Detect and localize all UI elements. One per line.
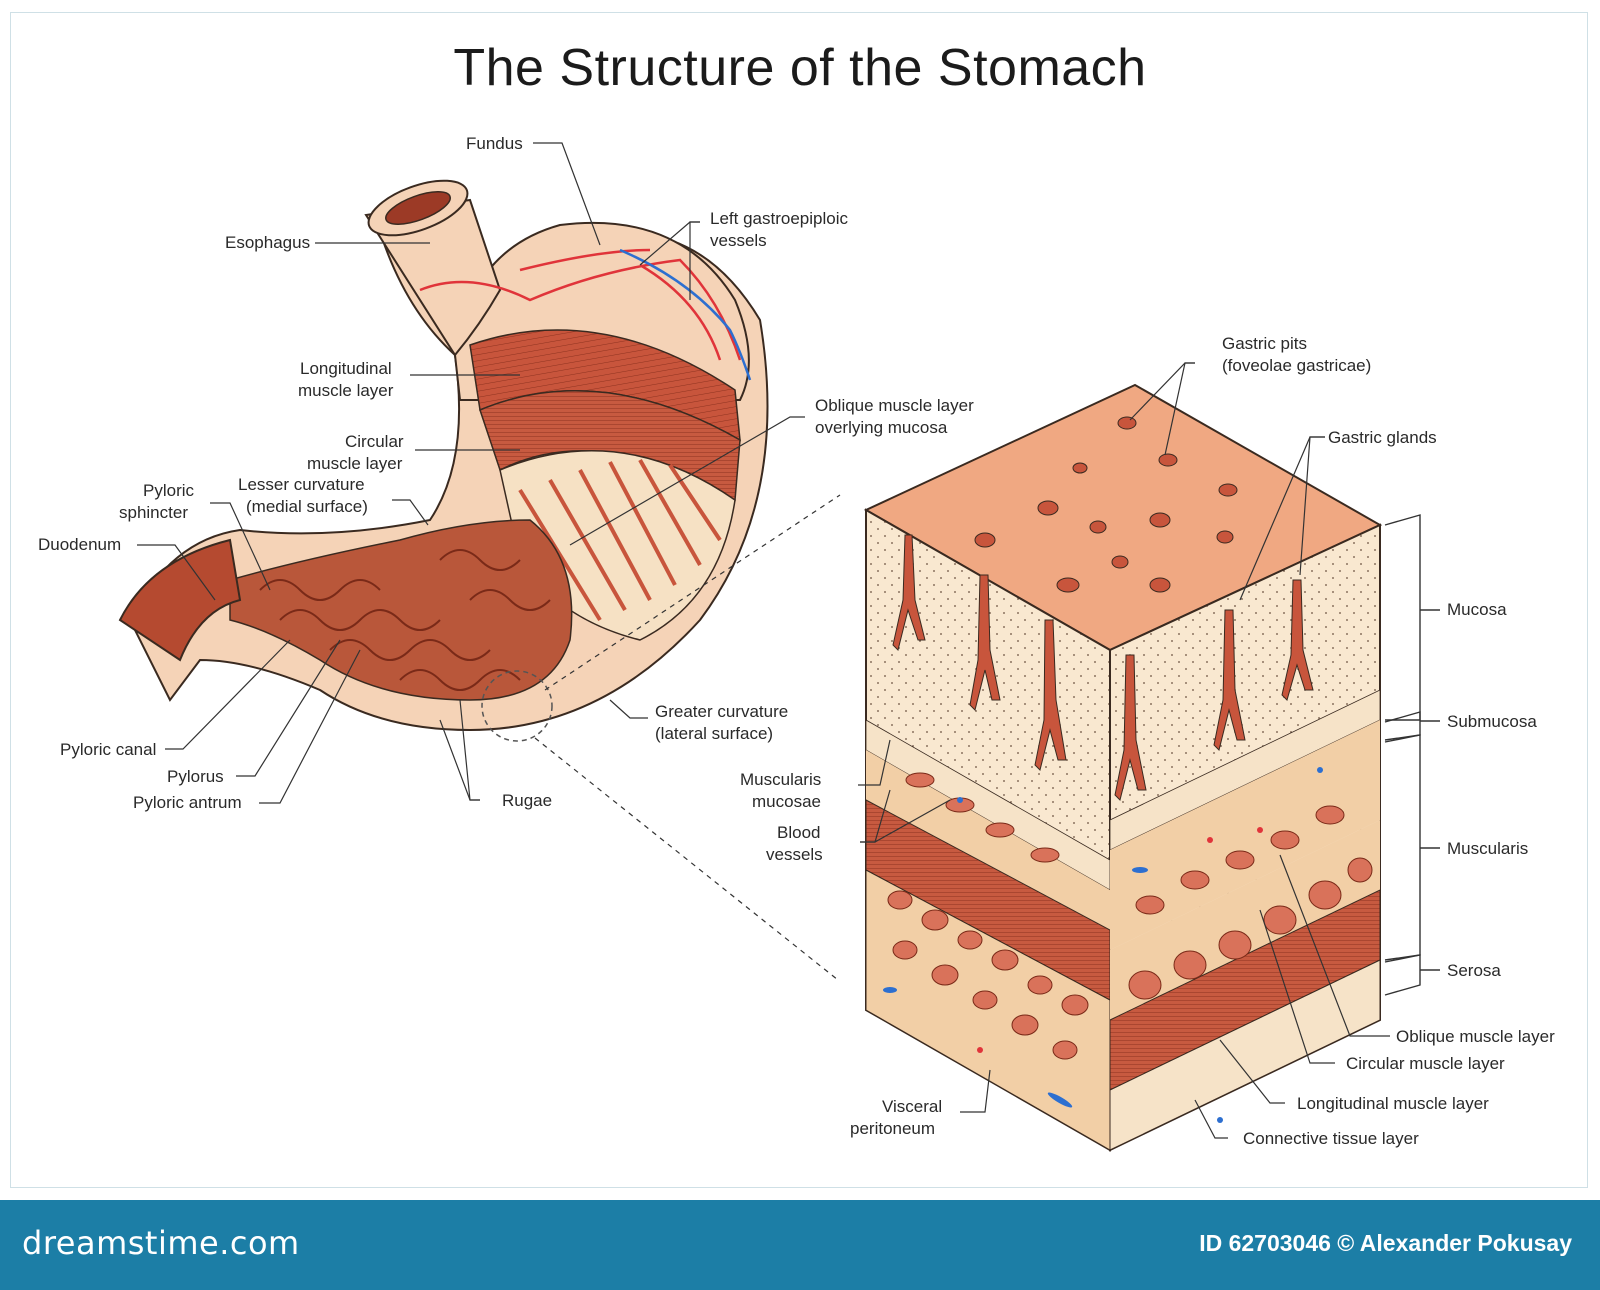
label-muscularis-mucosae-2: mucosae	[752, 792, 821, 811]
label-gastric-glands: Gastric glands	[1328, 428, 1437, 447]
tissue-block	[863, 383, 1440, 1152]
right-oblique	[1110, 720, 1380, 950]
label-pyloric-sphincter-2: sphincter	[119, 503, 188, 522]
label-pyloric-sphincter-1: Pyloric	[143, 481, 195, 500]
label-pyloric-canal: Pyloric canal	[60, 740, 156, 759]
leader-lines	[137, 142, 1390, 1139]
label-gastric-pits-1: Gastric pits	[1222, 334, 1307, 353]
label-oblique-1: Oblique muscle layer	[815, 396, 974, 415]
duodenum-tube	[118, 538, 242, 662]
label-muscularis: Muscularis	[1447, 839, 1528, 858]
label-circular-1: Circular	[345, 432, 404, 451]
left-oblique	[866, 750, 1110, 930]
footer-site-logo[interactable]: dreamstime.com	[22, 1224, 300, 1262]
esophagus-tube	[364, 198, 502, 357]
magnify-line-top	[544, 494, 841, 691]
left-glands	[892, 534, 1067, 771]
stomach-diagram: Fundus Esophagus Left gastroepiploic ves…	[38, 134, 1555, 1152]
label-muscularis-mucosae-1: Muscularis	[740, 770, 821, 789]
magnify-circle	[481, 670, 553, 742]
label-longitudinal-2: muscle layer	[298, 381, 394, 400]
label-visceral-2: peritoneum	[850, 1119, 935, 1138]
label-visceral-1: Visceral	[882, 1097, 942, 1116]
label-fundus: Fundus	[466, 134, 523, 153]
gastroepiploic-vessels	[419, 248, 752, 381]
label-longitudinal-muscle-layer: Longitudinal muscle layer	[1297, 1094, 1489, 1113]
label-pyloric-antrum: Pyloric antrum	[133, 793, 242, 812]
footer-credit: ID 62703046 © Alexander Pokusay	[1199, 1230, 1572, 1256]
label-group: Fundus Esophagus Left gastroepiploic ves…	[38, 134, 1555, 1148]
label-serosa: Serosa	[1447, 961, 1501, 980]
label-lesser-2: (medial surface)	[246, 497, 368, 516]
magnify-line-bottom	[534, 737, 839, 981]
label-longitudinal-1: Longitudinal	[300, 359, 392, 378]
diagram-title: The Structure of the Stomach	[453, 39, 1147, 97]
label-mucosa: Mucosa	[1447, 600, 1507, 619]
label-left-gastroepiploic-2: vessels	[710, 231, 767, 250]
stomach-illustration	[118, 179, 841, 981]
label-greater-2: (lateral surface)	[655, 724, 773, 743]
footer-bar: dreamstime.com ID 62703046 © Alexander P…	[0, 1200, 1600, 1290]
label-blood-vessels-2: vessels	[766, 845, 823, 864]
label-gastric-pits-2: (foveolae gastricae)	[1222, 356, 1371, 375]
label-circular-muscle-layer: Circular muscle layer	[1346, 1054, 1505, 1073]
label-rugae: Rugae	[502, 791, 552, 810]
label-oblique-muscle-layer: Oblique muscle layer	[1396, 1027, 1555, 1046]
right-glands	[1114, 579, 1314, 801]
label-greater-1: Greater curvature	[655, 702, 788, 721]
layer-brackets	[1384, 514, 1440, 996]
label-lesser-1: Lesser curvature	[238, 475, 365, 494]
label-connective-tissue-layer: Connective tissue layer	[1243, 1129, 1419, 1148]
right-muscle-cells	[1128, 805, 1373, 1000]
label-oblique-2: overlying mucosa	[815, 418, 948, 437]
label-pylorus: Pylorus	[167, 767, 224, 786]
oblique-fibers	[518, 459, 722, 622]
label-left-gastroepiploic-1: Left gastroepiploic	[710, 209, 848, 228]
label-blood-vessels-1: Blood	[777, 823, 820, 842]
label-circular-2: muscle layer	[307, 454, 403, 473]
gastric-pit-openings	[974, 416, 1238, 593]
label-submucosa: Submucosa	[1447, 712, 1537, 731]
label-esophagus: Esophagus	[225, 233, 310, 252]
rugae-folds	[259, 549, 551, 691]
label-duodenum: Duodenum	[38, 535, 121, 554]
blood-vessel-specks	[883, 767, 1323, 1123]
